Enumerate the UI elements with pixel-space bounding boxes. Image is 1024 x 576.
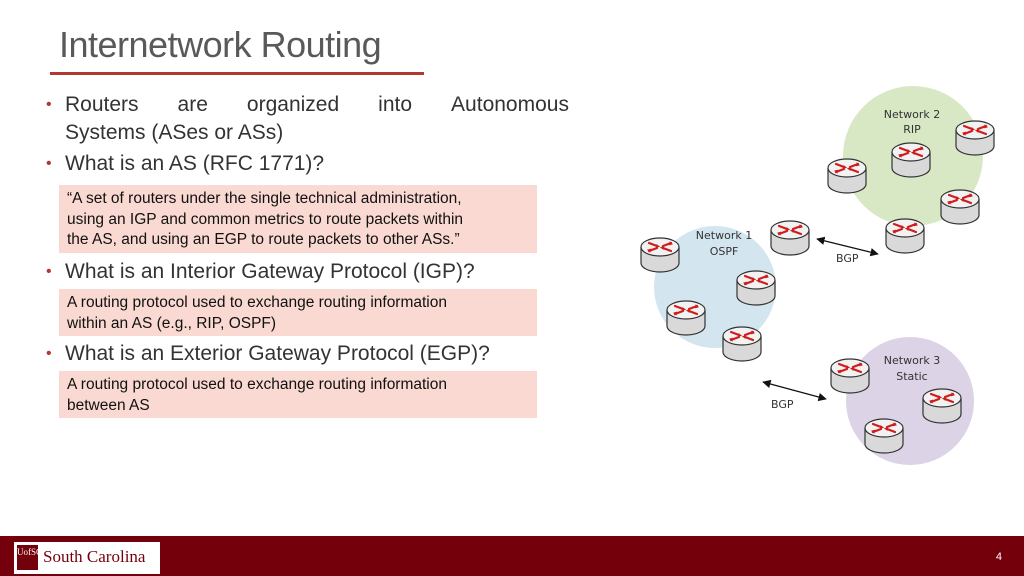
callout-line: “A set of routers under the single techn… <box>67 190 462 207</box>
bgp-label-2: BGP <box>771 398 794 411</box>
router-icon <box>665 299 707 337</box>
slide-title: Internetwork Routing <box>59 24 382 65</box>
router-icon <box>863 417 905 455</box>
router-icon <box>639 236 681 274</box>
bullet-dot: • <box>46 96 52 113</box>
router-icon <box>769 219 811 257</box>
bgp-link-1-3 <box>762 379 827 402</box>
router-icon <box>829 357 871 395</box>
router-icon <box>721 325 763 363</box>
word: are <box>177 93 208 116</box>
callout-line: between AS <box>67 396 150 414</box>
bgp-link-1-2 <box>816 236 879 257</box>
footer-bar <box>0 536 1024 576</box>
router-icon <box>921 387 963 425</box>
callout-as-definition: “A set of routers under the single techn… <box>59 185 537 253</box>
word: Routers <box>65 93 139 116</box>
router-icon <box>890 141 932 179</box>
bullet-text: What is an Exterior Gateway Protocol (EG… <box>65 342 490 365</box>
word: Autonomous <box>451 93 569 116</box>
callout-egp-definition: A routing protocol used to exchange rout… <box>59 371 537 418</box>
router-icon <box>954 119 996 157</box>
word: into <box>378 93 413 116</box>
bullet-dot: • <box>46 155 52 172</box>
network-3-protocol: Static <box>896 370 927 383</box>
router-icon <box>826 157 868 195</box>
network-2-protocol: RIP <box>903 123 921 136</box>
logo-seal: UofSC <box>17 545 42 570</box>
callout-line: A routing protocol used to exchange rout… <box>67 294 447 311</box>
callout-line: using an IGP and common metrics to route… <box>67 210 464 228</box>
router-icon <box>939 188 981 226</box>
bullet-dot: • <box>46 345 52 362</box>
callout-line: A routing protocol used to exchange rout… <box>67 376 447 393</box>
callout-line: within an AS (e.g., RIP, OSPF) <box>67 314 277 332</box>
network-1-protocol: OSPF <box>710 245 739 258</box>
bullet-line-1: Routers are organized into Autonomous <box>65 91 569 119</box>
router-icon <box>735 269 777 307</box>
bullet-dot: • <box>46 263 52 280</box>
bullet-line-2: Systems (ASes or ASs) <box>65 121 284 144</box>
title-underline <box>50 72 424 75</box>
router-icon <box>884 217 926 255</box>
page-number: 4 <box>995 551 1002 563</box>
network-2-name: Network 2 <box>884 108 940 121</box>
logo-text: South Carolina <box>43 547 146 566</box>
bullet-text: What is an AS (RFC 1771)? <box>65 152 325 175</box>
callout-igp-definition: A routing protocol used to exchange rout… <box>59 289 537 336</box>
bgp-label-1: BGP <box>836 252 859 265</box>
bullet-text: What is an Interior Gateway Protocol (IG… <box>65 260 475 283</box>
network-1-name: Network 1 <box>696 229 752 242</box>
word: organized <box>246 93 340 116</box>
callout-line: the AS, and using an EGP to route packet… <box>67 231 460 248</box>
network-3-name: Network 3 <box>884 354 940 367</box>
university-logo: UofSC South Carolina <box>14 542 160 574</box>
network-diagram: BGP BGP Network 2 RIP Network 1 OSPF Net… <box>639 86 996 465</box>
